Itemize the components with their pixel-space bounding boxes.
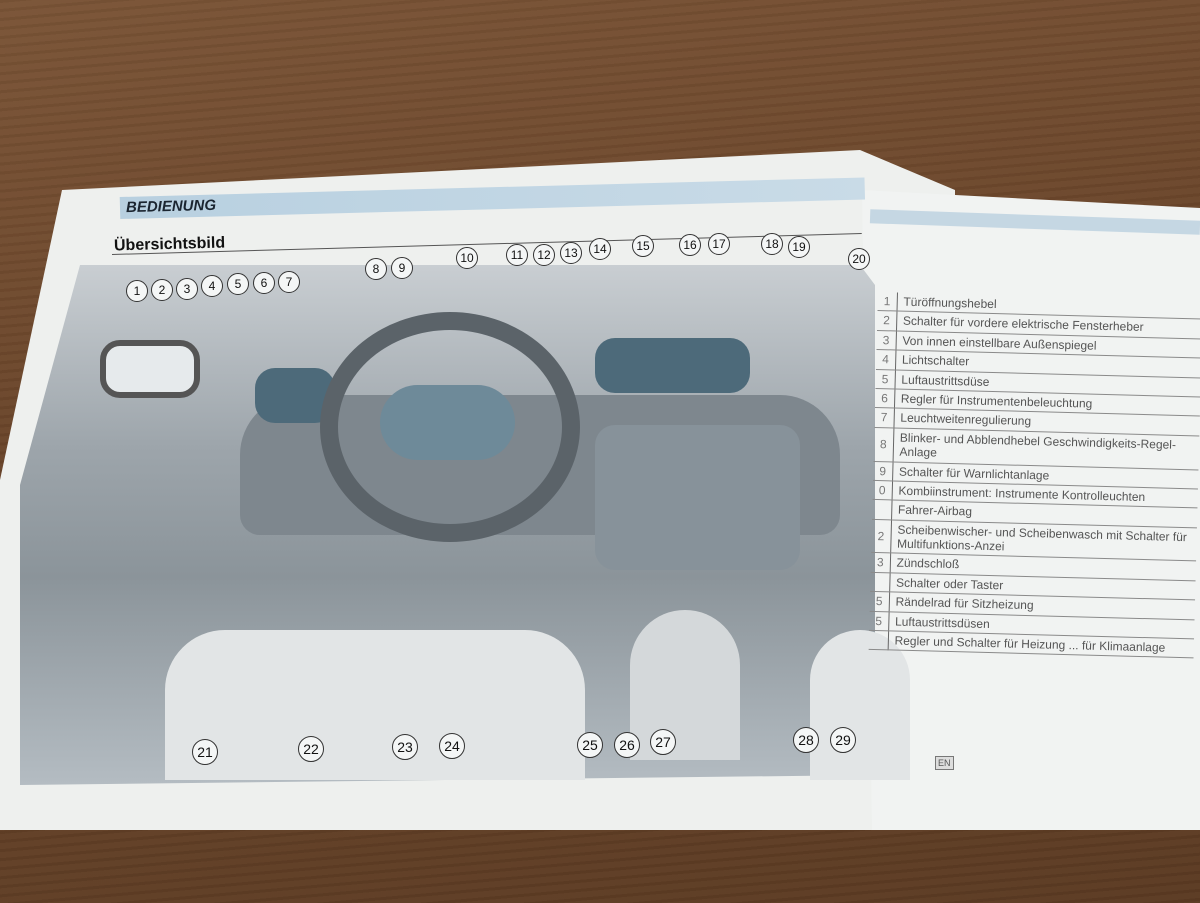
- vent-center: [595, 338, 750, 393]
- callout-26: 26: [614, 732, 640, 758]
- passenger-seat: [810, 630, 910, 780]
- callout-24: 24: [439, 733, 465, 759]
- legend-number: 5: [875, 369, 896, 389]
- callout-11: 11: [506, 244, 528, 266]
- legend-number: 1: [877, 292, 898, 312]
- callout-9: 9: [391, 257, 413, 279]
- legend-number: 7: [874, 407, 895, 428]
- page-tab: EN: [935, 756, 954, 770]
- driver-seat: [165, 630, 585, 780]
- callout-27: 27: [650, 729, 676, 755]
- callout-1: 1: [126, 280, 148, 302]
- legend-number: 6: [874, 388, 895, 409]
- callout-3: 3: [176, 278, 198, 300]
- callout-19: 19: [788, 236, 810, 258]
- callout-28: 28: [793, 727, 819, 753]
- legend-number: 2: [871, 519, 892, 554]
- callout-29: 29: [830, 727, 856, 753]
- legend-number: [870, 572, 890, 593]
- callout-14: 14: [589, 238, 611, 260]
- gear-boot: [630, 610, 740, 760]
- callout-6: 6: [253, 272, 275, 294]
- callout-22: 22: [298, 736, 324, 762]
- callout-7: 7: [278, 271, 300, 293]
- legend-number: 0: [872, 480, 893, 501]
- callout-20: 20: [848, 248, 870, 270]
- legend-number: 2: [876, 310, 897, 331]
- legend-number: 3: [870, 552, 891, 573]
- legend-number: [868, 630, 889, 651]
- callout-4: 4: [201, 275, 223, 297]
- legend-number: [872, 499, 892, 520]
- center-console: [595, 425, 800, 570]
- callout-2: 2: [151, 279, 173, 301]
- callout-21: 21: [192, 739, 218, 765]
- callout-13: 13: [560, 242, 582, 264]
- legend-number: 5: [869, 611, 889, 631]
- airbag-hub: [380, 385, 515, 460]
- callout-5: 5: [227, 273, 249, 295]
- callout-15: 15: [632, 235, 654, 257]
- callout-17: 17: [708, 233, 730, 255]
- section-header: BEDIENUNG: [125, 196, 217, 217]
- right-page: [862, 190, 1200, 830]
- legend-number: 4: [875, 349, 896, 370]
- callout-23: 23: [392, 734, 418, 760]
- callout-25: 25: [577, 732, 603, 758]
- callout-10: 10: [456, 247, 478, 269]
- legend-number: 9: [873, 460, 893, 481]
- legend-number: 3: [876, 330, 897, 351]
- callout-8: 8: [365, 258, 387, 280]
- legend-number: 5: [869, 591, 890, 612]
- callout-18: 18: [761, 233, 783, 255]
- side-mirror: [100, 340, 200, 398]
- callout-16: 16: [679, 234, 701, 256]
- callout-12: 12: [533, 244, 555, 266]
- legend-number: 8: [873, 427, 894, 462]
